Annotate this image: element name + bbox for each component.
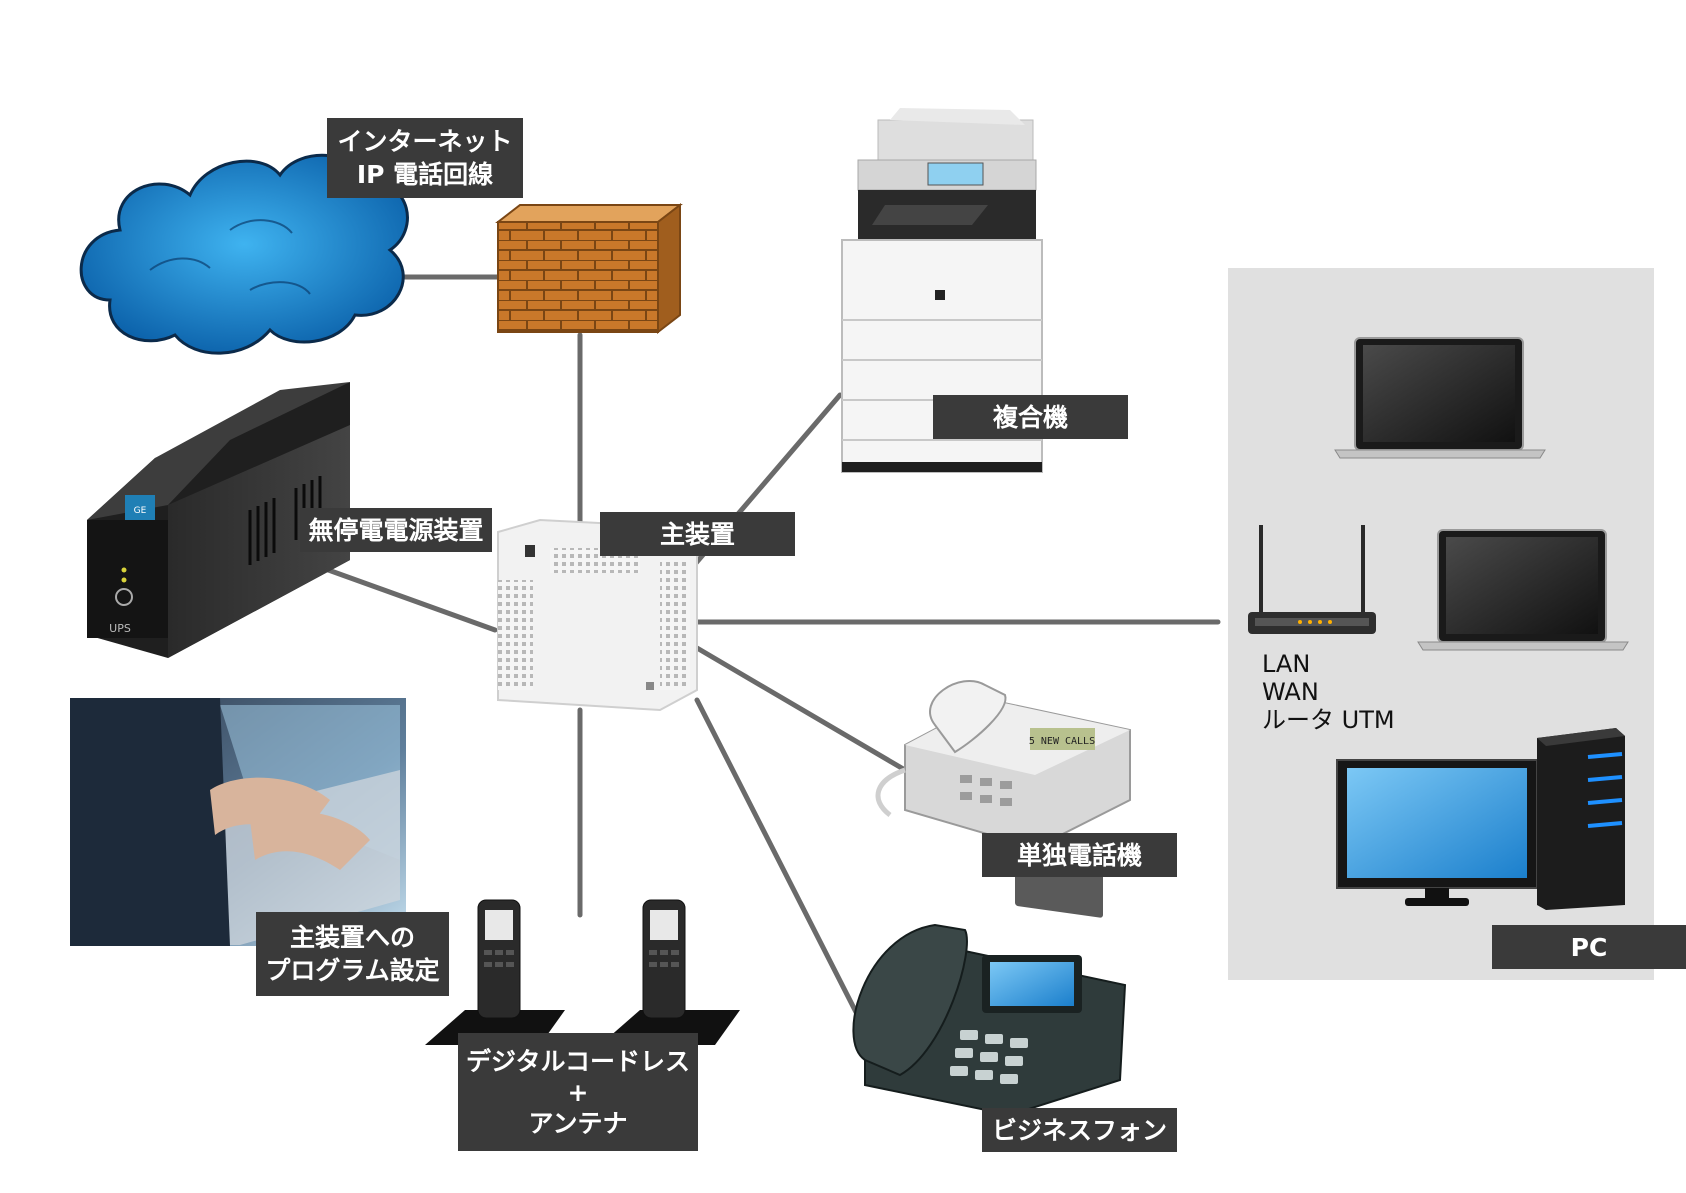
cordless-label: デジタルコードレス + アンテナ [458, 1033, 698, 1151]
mfp-label: 複合機 [933, 395, 1128, 439]
business-phone-icon [852, 923, 1127, 1117]
router-icon [1248, 525, 1376, 634]
pc-label: PC [1492, 925, 1686, 969]
laptop-icon [1417, 529, 1629, 651]
cable-main-business-phone [694, 697, 863, 1023]
cable-main-single-phone [694, 645, 908, 773]
programming-photo [70, 698, 406, 946]
firewall-icon [495, 202, 683, 335]
main-unit-icon [497, 518, 698, 712]
desktop-pc-icon [1336, 728, 1625, 910]
single-phone-label: 単独電話機 [982, 833, 1177, 877]
main-unit-label: 主装置 [600, 512, 795, 556]
ups-badge-text: UPS [109, 622, 131, 635]
ups-screen-text: GE [134, 506, 147, 516]
cable-ups-main [317, 564, 498, 633]
single-phone-icon: 5 NEW CALLS [875, 679, 1131, 918]
ups-label: 無停電電源装置 [300, 508, 492, 552]
router-label: LAN WAN ルータ UTM [1262, 650, 1395, 734]
cloud-icon [79, 153, 409, 355]
internet-label: インターネット IP 電話回線 [327, 118, 523, 198]
ups-icon: GE UPS [87, 382, 350, 658]
cordless-phones-icon [425, 899, 740, 1045]
programming-label: 主装置への プログラム設定 [256, 912, 449, 996]
laptop-icon [1334, 337, 1546, 459]
phone-display-text: 5 NEW CALLS [1029, 736, 1095, 747]
business-phone-label: ビジネスフォン [982, 1108, 1177, 1152]
